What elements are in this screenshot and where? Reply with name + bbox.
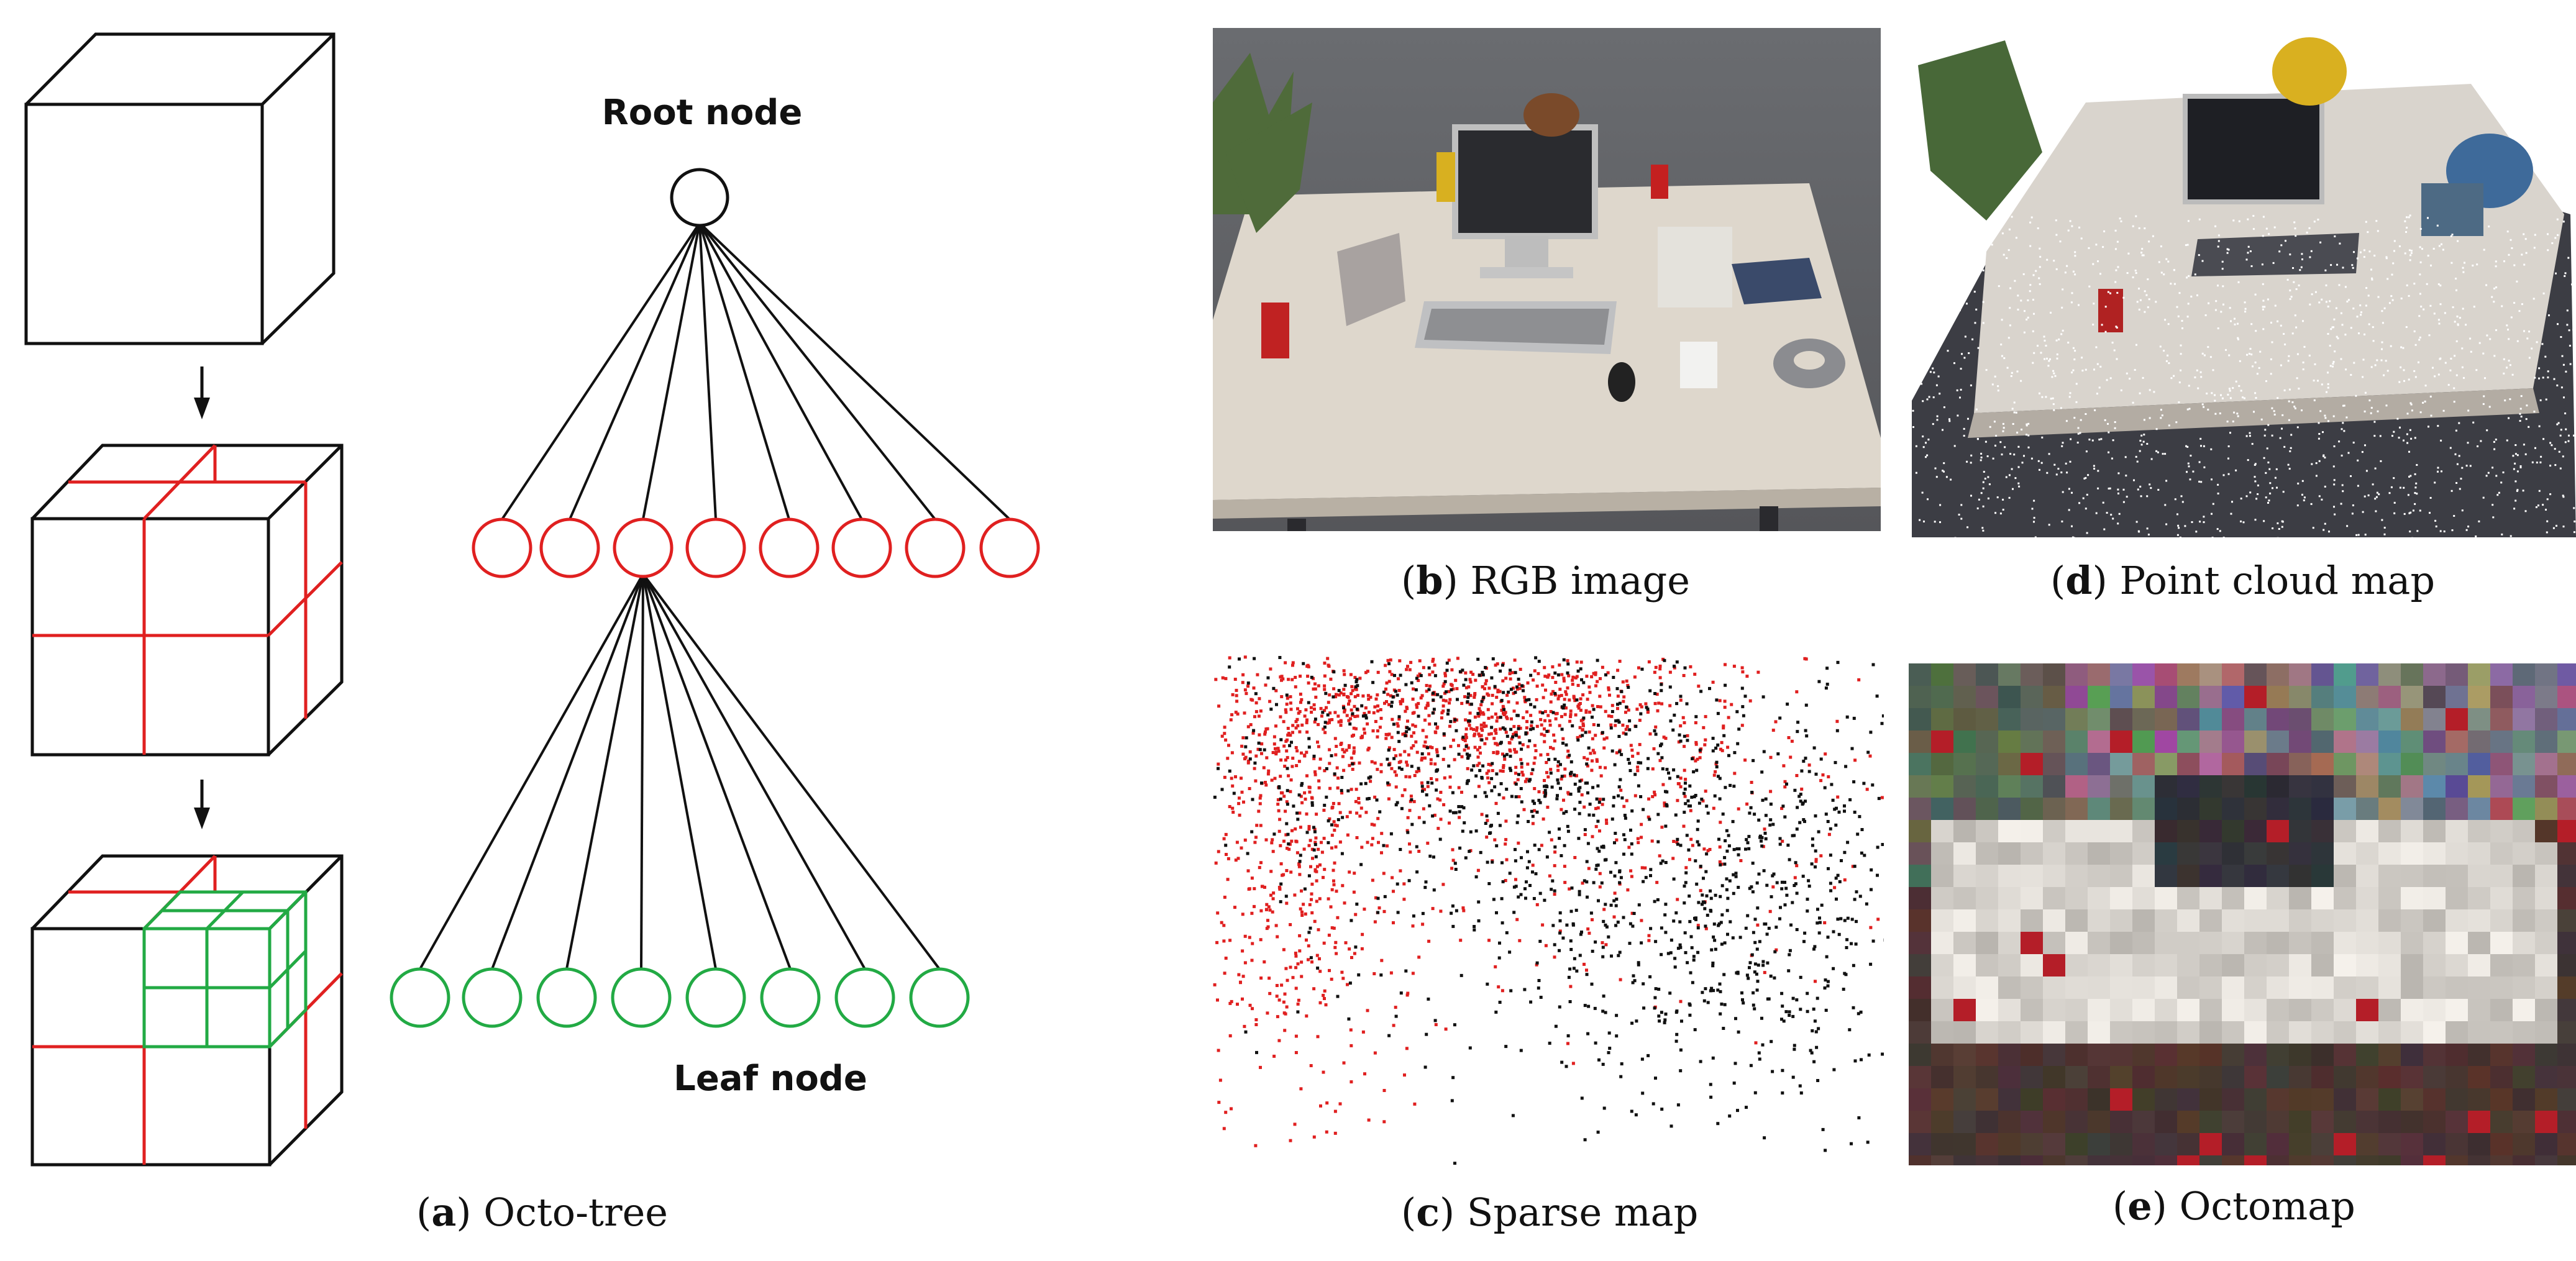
tree-edge [698, 222, 790, 520]
tree-edge [565, 573, 644, 970]
cube-level-0 [24, 32, 336, 345]
tree-edge [569, 222, 701, 520]
caption-b: (b) RGB image [1401, 558, 1690, 603]
child-node [905, 517, 966, 578]
child-node [831, 517, 892, 578]
sparse-map [1213, 655, 1884, 1165]
leaf-node [909, 967, 970, 1028]
child-node [979, 517, 1040, 578]
tree-edge [491, 573, 644, 970]
tree-edge [642, 573, 866, 970]
cube-level-1 [30, 444, 344, 757]
caption-a: (a) Octo-tree [416, 1190, 668, 1235]
cube-level-2 [30, 854, 344, 1167]
child-node [759, 517, 820, 578]
point-cloud-map [1912, 28, 2576, 537]
root-node-label: Root node [602, 93, 803, 133]
tree-edge [501, 222, 701, 521]
tree-edge [642, 573, 792, 970]
octomap [1909, 663, 2576, 1165]
leaf-node [390, 967, 450, 1028]
child-node [613, 517, 674, 578]
tree-edge [698, 222, 1011, 521]
tree-edge [642, 573, 941, 970]
caption-c: (c) Sparse map [1401, 1190, 1699, 1235]
tree-edge [640, 573, 644, 970]
arrow-down-icon [194, 780, 210, 829]
arrow-down-icon [194, 366, 210, 419]
leaf-node [611, 967, 672, 1028]
tree-edge [419, 573, 644, 970]
caption-d: (d) Point cloud map [2050, 558, 2436, 603]
tree-edge [642, 222, 701, 520]
tree-edge [642, 573, 717, 970]
leaf-node-label: Leaf node [674, 1058, 867, 1099]
tree: Root node Leaf node [390, 93, 1040, 1099]
rgb-image [1213, 28, 1881, 531]
child-node [685, 517, 746, 578]
leaf-node [834, 967, 895, 1028]
leaf-node [760, 967, 821, 1028]
leaf-node [685, 967, 746, 1028]
child-node [472, 517, 532, 578]
octo-tree-diagram: Root node Leaf node [24, 32, 1040, 1167]
tree-edge [698, 222, 863, 520]
tree-edge [698, 222, 717, 520]
child-node [539, 517, 600, 578]
tree-edge [698, 222, 936, 521]
leaf-node [462, 967, 523, 1028]
leaf-node [536, 967, 597, 1028]
root-node [670, 168, 729, 227]
caption-e: (e) Octomap [2112, 1183, 2355, 1229]
